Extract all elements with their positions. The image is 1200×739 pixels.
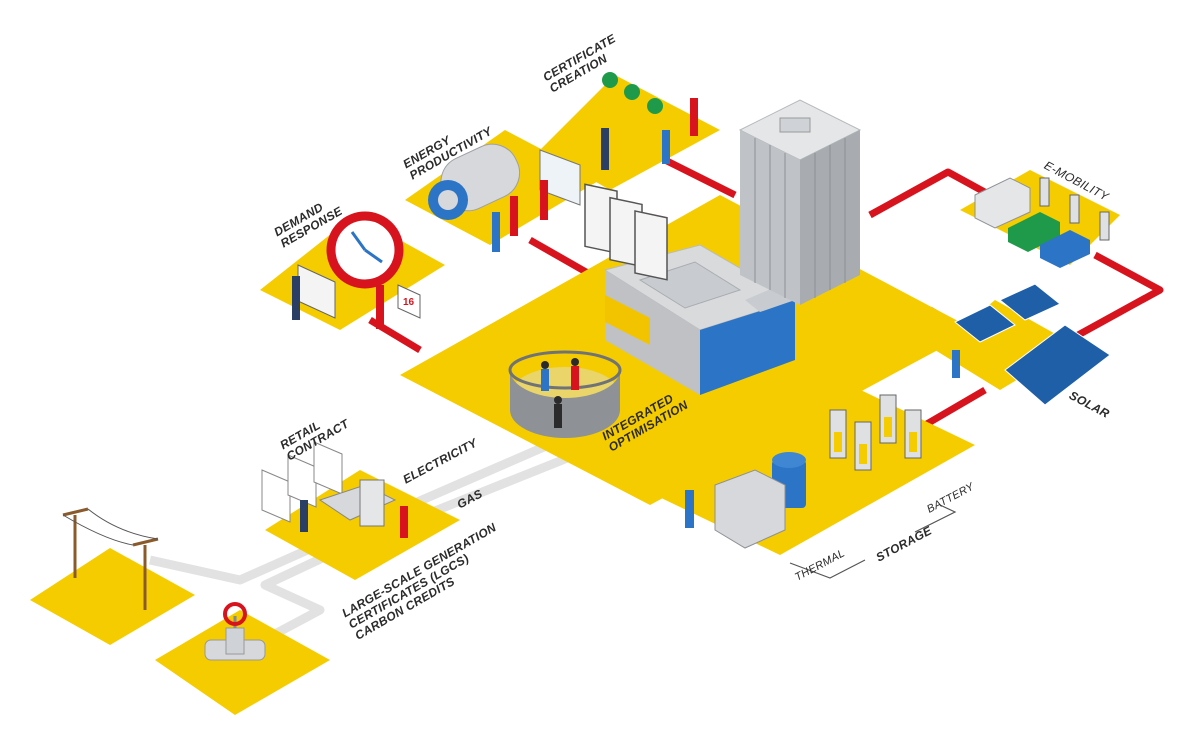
person-icon (690, 98, 698, 136)
person-icon (601, 128, 609, 170)
facility-door-yellow (605, 295, 650, 345)
person-icon (541, 361, 549, 369)
person-icon (492, 212, 500, 252)
link-solar-storage (923, 386, 987, 429)
gas-valve (204, 602, 266, 661)
person-icon (510, 196, 518, 236)
link-e-mobility (868, 168, 992, 219)
check-icon (602, 72, 618, 88)
charger-icon (1099, 211, 1110, 241)
server-rack (359, 479, 385, 527)
person-icon (662, 130, 670, 164)
e-mobility-scene (974, 177, 1110, 268)
charger-icon (1039, 177, 1050, 207)
person-icon (541, 369, 549, 391)
person-icon (292, 276, 300, 320)
calendar-icon (397, 284, 421, 319)
charger-icon (1069, 194, 1080, 224)
van-icon (974, 177, 1031, 229)
solar-panel-large (1004, 324, 1111, 406)
calendar-day: 16 (403, 297, 415, 308)
thermal-unit (714, 469, 786, 549)
battery-level (884, 417, 892, 437)
person-icon (540, 180, 548, 220)
solar-scene (952, 283, 1111, 406)
contract-poster (313, 441, 343, 495)
valve-wheel-icon (223, 602, 247, 626)
person-icon (571, 366, 579, 390)
link-e-mobility-solar (1058, 251, 1164, 349)
person-icon (400, 506, 408, 538)
battery-level (909, 432, 917, 452)
battery-bracket (914, 504, 957, 533)
battery-level (834, 432, 842, 452)
control-room (508, 350, 622, 438)
electricity-pole-platform (30, 548, 195, 645)
certificate-creation-platform (540, 75, 720, 190)
boiler-end-inner (438, 190, 458, 210)
check-icon (647, 98, 663, 114)
tank-top (772, 452, 806, 468)
person-icon (376, 285, 384, 329)
valve-body (225, 627, 245, 655)
facility-front (605, 270, 700, 395)
office-tower (738, 99, 862, 305)
facility-side (700, 300, 795, 395)
certificate-board (634, 210, 668, 281)
tower-roof-unit (779, 117, 811, 133)
person-icon (554, 404, 562, 428)
link-certificate-creation (663, 156, 737, 199)
dashboard-screen (539, 149, 581, 206)
control-room-rim (508, 350, 622, 390)
person-icon (326, 525, 334, 557)
demand-response-scene (292, 211, 421, 329)
check-icon (624, 84, 640, 100)
blue-car-icon (1040, 230, 1090, 268)
control-room-wall (510, 370, 620, 438)
person-icon (952, 350, 960, 378)
energy-equipment (428, 143, 581, 252)
person-icon (571, 358, 579, 366)
retail-contract-scene (261, 441, 408, 557)
thermal-bracket (789, 559, 866, 579)
person-icon (685, 490, 694, 528)
person-icon (300, 500, 308, 532)
storage-scene (685, 394, 957, 579)
solar-panel (954, 304, 1016, 343)
electricity-line (149, 435, 562, 585)
contract-poster (261, 469, 291, 523)
gas-valve-platform (155, 610, 330, 715)
solar-panel (999, 283, 1061, 321)
contract-poster (287, 454, 317, 508)
power-pole (62, 507, 159, 610)
person-icon (554, 396, 562, 404)
certificate-boards (584, 72, 698, 281)
tower-window-grid (754, 138, 846, 298)
battery-level (859, 444, 867, 464)
